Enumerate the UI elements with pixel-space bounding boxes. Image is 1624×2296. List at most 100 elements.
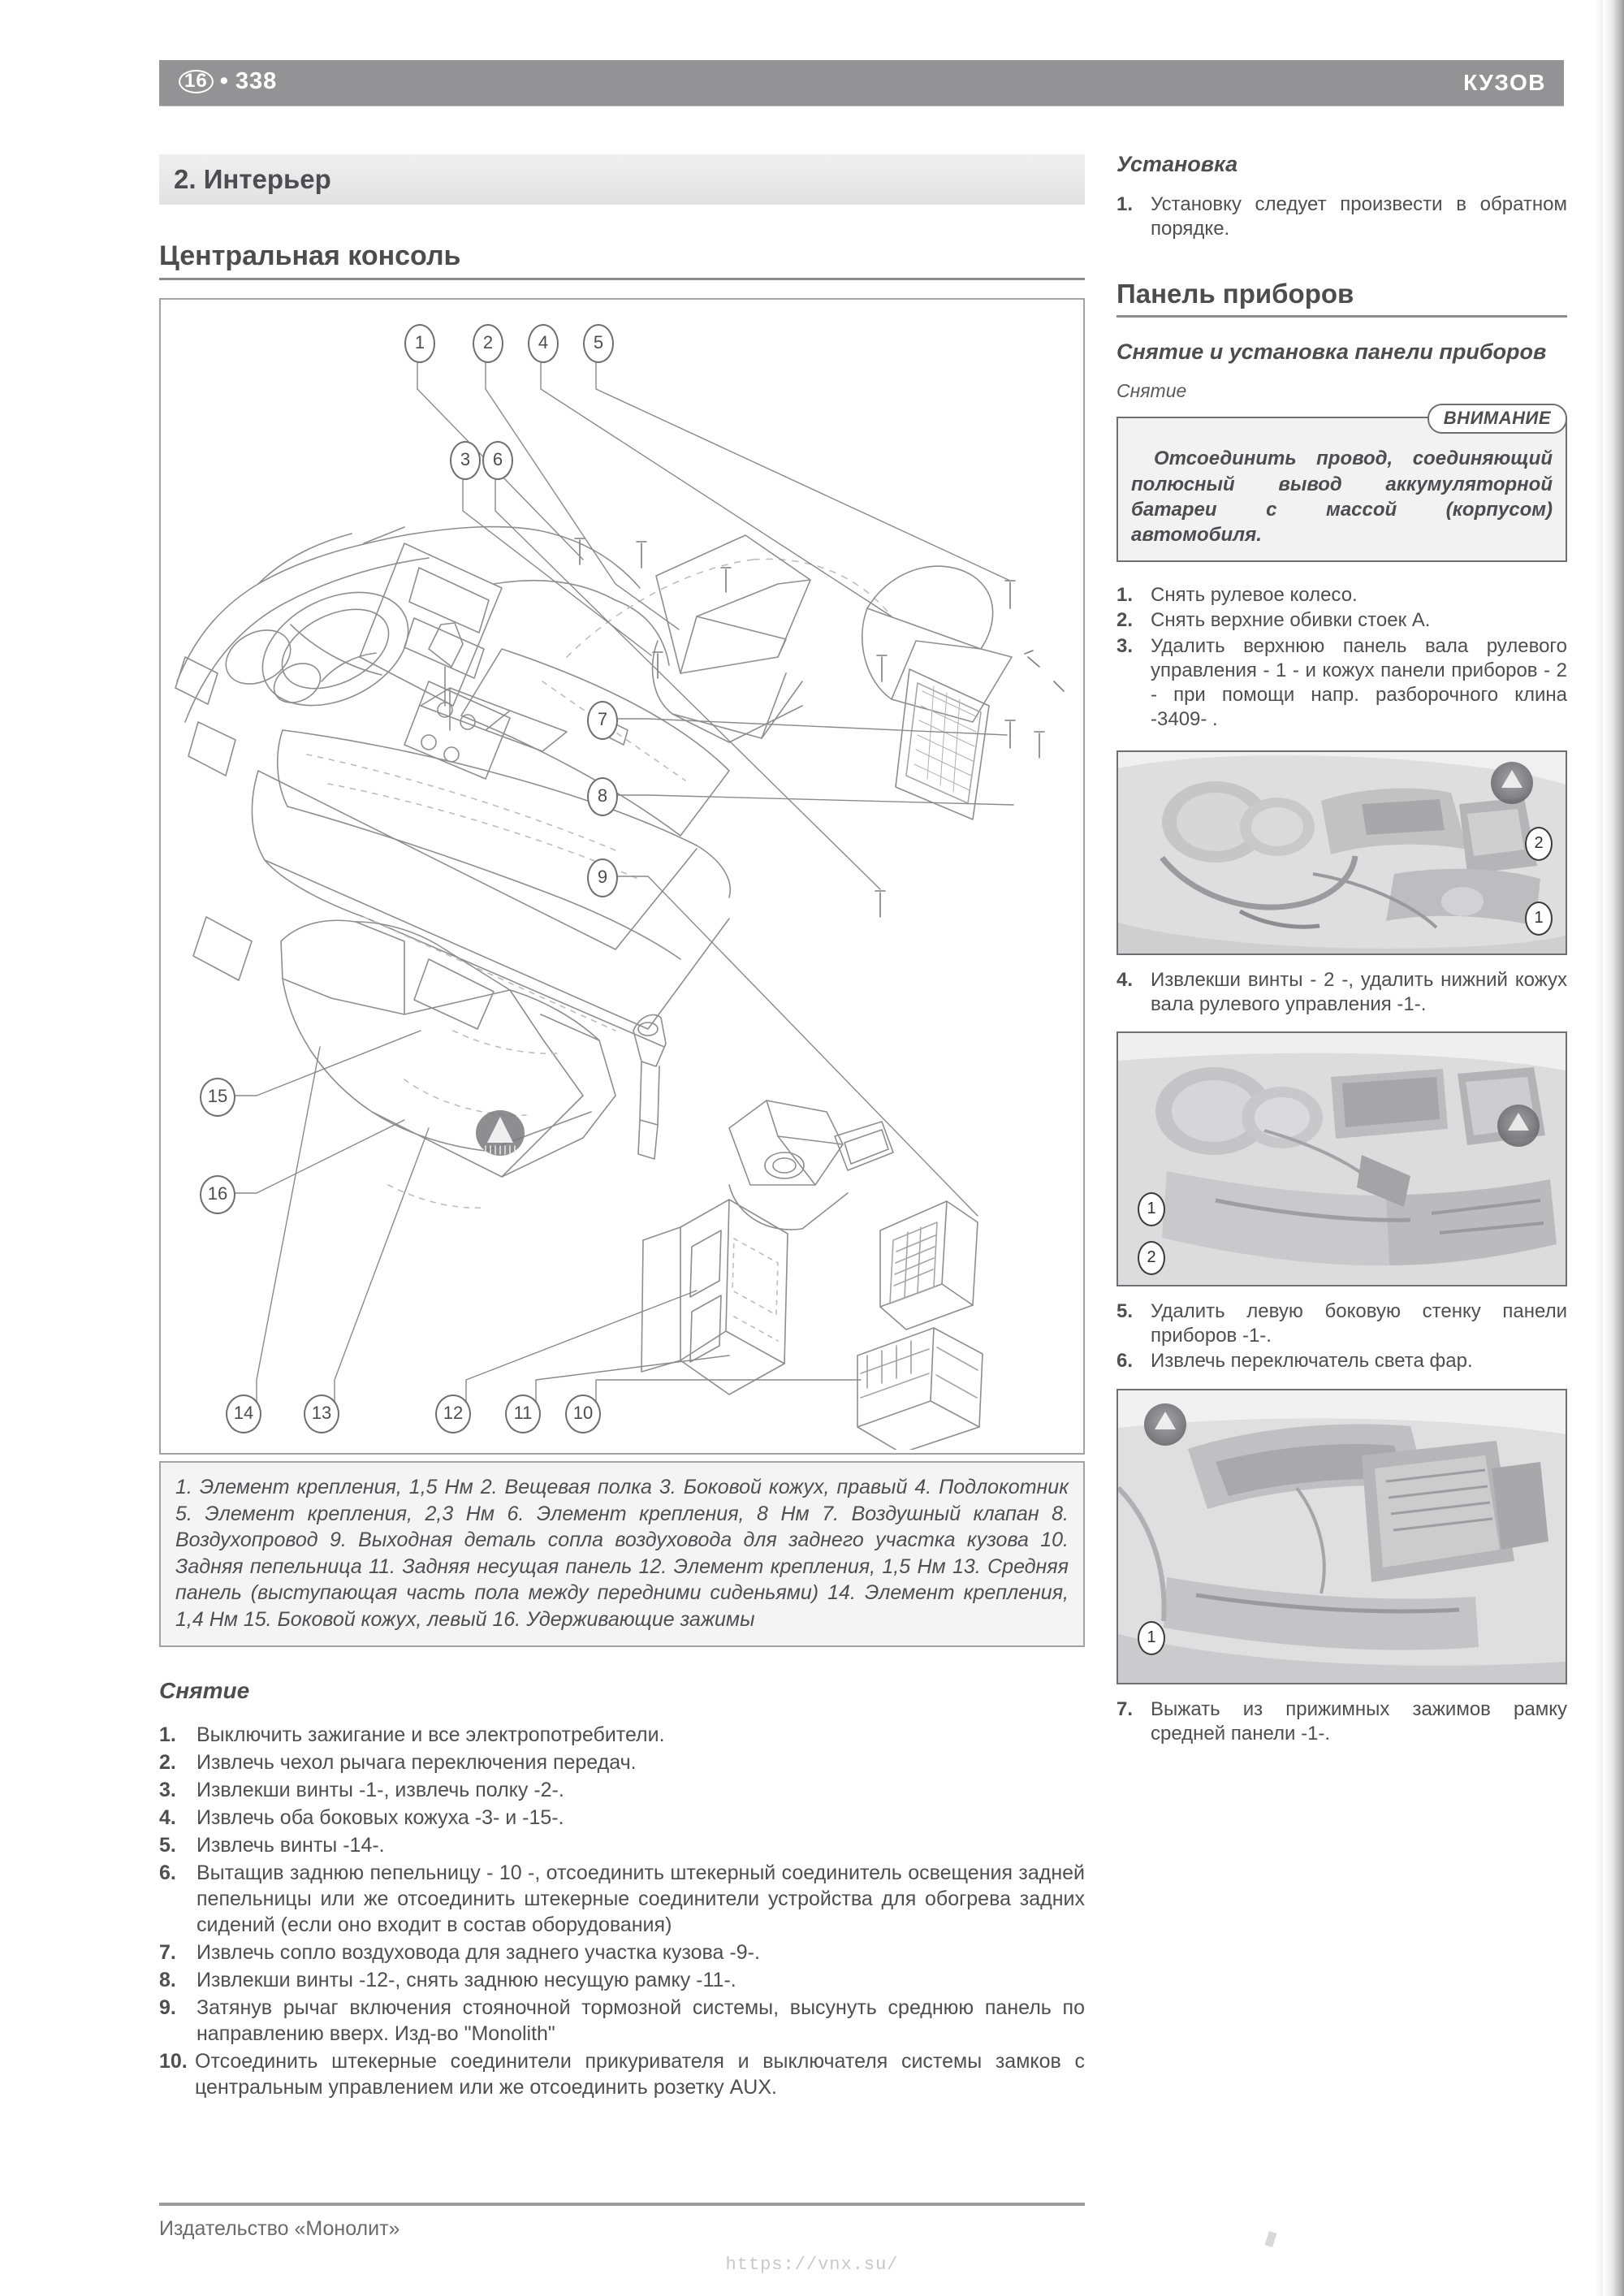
left-column: 2. Интерьер Центральная консоль <box>159 154 1085 2102</box>
list-item: 2. Снять верхние обивки стоек А. <box>1116 608 1567 633</box>
right-column: Установка 1. Установку следует произвест… <box>1116 151 1567 1747</box>
step-number: 9. <box>159 1996 176 2019</box>
attention-text: Отсоединить провод, соединяющий полюсный… <box>1131 448 1553 546</box>
page-folio: 16•338 <box>179 68 277 95</box>
page-title: Центральная консоль <box>159 240 1085 280</box>
figure-callout-9: 9 <box>587 858 618 897</box>
step-number: 6. <box>1116 1350 1134 1373</box>
list-item: 2. Извлечь чехол рычага переключения пер… <box>159 1749 1085 1775</box>
photo-steering-column-lower-trim: 1 2 <box>1116 1031 1567 1286</box>
footer-divider <box>159 2203 1085 2206</box>
footer-publisher: Издательство «Монолит» <box>159 2217 400 2240</box>
list-item: 1. Снять рулевое колесо. <box>1116 583 1567 608</box>
list-item: 9. Затянув рычаг включения стояночной то… <box>159 1995 1085 2047</box>
step-text: Отсоединить штекерные соединители прикур… <box>195 2050 1085 2099</box>
step-text: Извлечь оба боковых кожуха -3- и -15-. <box>197 1806 564 1829</box>
list-item: 7. Выжать из прижимных зажимов рамку сре… <box>1116 1697 1567 1746</box>
figure-callout-10: 10 <box>565 1394 601 1433</box>
removal-heading: Снятие <box>159 1678 250 1703</box>
step-text: Извлечь винты -14-. <box>197 1834 385 1857</box>
photo-label-1: 1 <box>1525 901 1553 936</box>
scan-edge-shadow <box>1603 0 1624 2296</box>
list-item: 4. Извлекши винты - 2 -, удалить нижний … <box>1116 968 1567 1017</box>
scan-edge-inner <box>1595 0 1603 2296</box>
monolith-watermark-icon <box>1497 1104 1540 1147</box>
step-number: 7. <box>1116 1697 1134 1720</box>
step-number: 2. <box>159 1751 176 1774</box>
step-number: 1. <box>159 1723 176 1746</box>
figure-callout-8: 8 <box>587 777 618 816</box>
step-number: 10. <box>159 2050 188 2073</box>
step-text: Извлечь чехол рычага переключения переда… <box>197 1751 637 1774</box>
list-item: 5. Извлечь винты -14-. <box>159 1832 1085 1858</box>
figure-callout-7: 7 <box>587 701 618 740</box>
photo-steering-column-upper-trim: 2 1 <box>1116 750 1567 955</box>
photo-artwork-1 <box>1118 751 1566 953</box>
panel-removal-steps-1-3: 1. Снять рулевое колесо. 2. Снять верхни… <box>1116 583 1567 732</box>
photo-label-1: 1 <box>1138 1620 1165 1655</box>
chapter-number: 16 <box>179 70 214 93</box>
monolith-watermark-icon <box>1491 761 1533 804</box>
step-number: 5. <box>159 1834 176 1857</box>
figure-callout-1: 1 <box>404 324 435 363</box>
step-number: 6. <box>159 1861 176 1884</box>
footer-watermark-url: https://vnx.su/ <box>725 2255 899 2275</box>
section-banner-label: 2. Интерьер <box>174 164 331 194</box>
list-item: 10. Отсоединить штекерные соединители пр… <box>159 2048 1085 2100</box>
section-banner: 2. Интерьер <box>159 154 1085 205</box>
step-text: Извлекши винты - 2 -, удалить нижний кож… <box>1151 968 1567 1015</box>
step-text: Извлечь переключатель света фар. <box>1151 1350 1473 1373</box>
step-number: 4. <box>1116 968 1134 991</box>
step-number: 2. <box>1116 609 1134 632</box>
step-text: Выключить зажигание и все электропотреби… <box>197 1723 665 1746</box>
figure-callout-6: 6 <box>482 441 513 480</box>
figure-callout-11: 11 <box>505 1394 541 1433</box>
central-console-exploded-figure: 1 2 4 5 3 6 7 8 9 15 16 14 13 12 11 10 <box>159 298 1085 1455</box>
step-number: 5. <box>1116 1299 1134 1322</box>
attention-tag: ВНИМАНИЕ <box>1427 404 1567 435</box>
list-item: 1. Выключить зажигание и все электропотр… <box>159 1722 1085 1748</box>
figure-callout-4: 4 <box>528 324 559 363</box>
step-text: Удалить верхнюю панель вала рулевого упр… <box>1151 634 1567 731</box>
step-number: 1. <box>1116 192 1134 215</box>
list-item: 3. Удалить верхнюю панель вала рулевого … <box>1116 634 1567 733</box>
photo-label-1: 1 <box>1138 1191 1165 1226</box>
step-number: 7. <box>159 1941 176 1964</box>
figure-legend: 1. Элемент крепления, 1,5 Нм 2. Вещевая … <box>159 1461 1085 1647</box>
figure-callout-16: 16 <box>200 1175 235 1214</box>
folio-separator: • <box>219 68 229 94</box>
installation-heading: Установка <box>1116 152 1238 176</box>
step-number: 3. <box>159 1779 176 1801</box>
photo-label-2: 2 <box>1138 1240 1165 1275</box>
panel-removal-step-4: 4. Извлекши винты - 2 -, удалить нижний … <box>1116 968 1567 1017</box>
step-text: Вытащив заднюю пепельницу - 10 -, отсоед… <box>197 1861 1085 1936</box>
list-item: 4. Извлечь оба боковых кожуха -3- и -15-… <box>159 1805 1085 1831</box>
figure-callout-13: 13 <box>304 1394 339 1433</box>
scan-artifact <box>1264 2230 1277 2248</box>
step-text: Затянув рычаг включения стояночной тормо… <box>197 1996 1085 2045</box>
step-number: 4. <box>159 1806 176 1829</box>
step-text: Снять верхние обивки стоек А. <box>1151 609 1431 632</box>
list-item: 8. Извлекши винты -12-, снять заднюю нес… <box>159 1967 1085 1993</box>
chapter-title: КУЗОВ <box>1463 70 1546 95</box>
list-item: 3. Извлекши винты -1-, извлечь полку -2-… <box>159 1777 1085 1803</box>
figure-callout-15: 15 <box>200 1078 235 1117</box>
photo-label-2: 2 <box>1525 826 1553 861</box>
installation-steps-list: 1. Установку следует произвести в обратн… <box>1116 192 1567 241</box>
figure-callout-3: 3 <box>450 441 481 480</box>
step-text: Удалить левую боковую стенку панели приб… <box>1151 1299 1567 1347</box>
list-item: 5. Удалить левую боковую стенку панели п… <box>1116 1299 1567 1348</box>
step-text: Снять рулевое колесо. <box>1151 584 1358 607</box>
step-text: Установку следует произвести в обратном … <box>1151 192 1567 240</box>
running-head: 16•338 КУЗОВ <box>159 60 1564 106</box>
step-number: 3. <box>1116 634 1134 657</box>
step-number: 1. <box>1116 584 1134 607</box>
figure-callout-2: 2 <box>473 324 503 363</box>
step-text: Выжать из прижимных зажимов рамку средне… <box>1151 1697 1567 1745</box>
list-item: 6. Извлечь переключатель света фар. <box>1116 1349 1567 1373</box>
figure-callout-14: 14 <box>226 1394 261 1433</box>
step-number: 8. <box>159 1969 176 1991</box>
step-text: Извлечь сопло воздуховода для заднего уч… <box>197 1941 760 1964</box>
figure-callout-5: 5 <box>583 324 614 363</box>
